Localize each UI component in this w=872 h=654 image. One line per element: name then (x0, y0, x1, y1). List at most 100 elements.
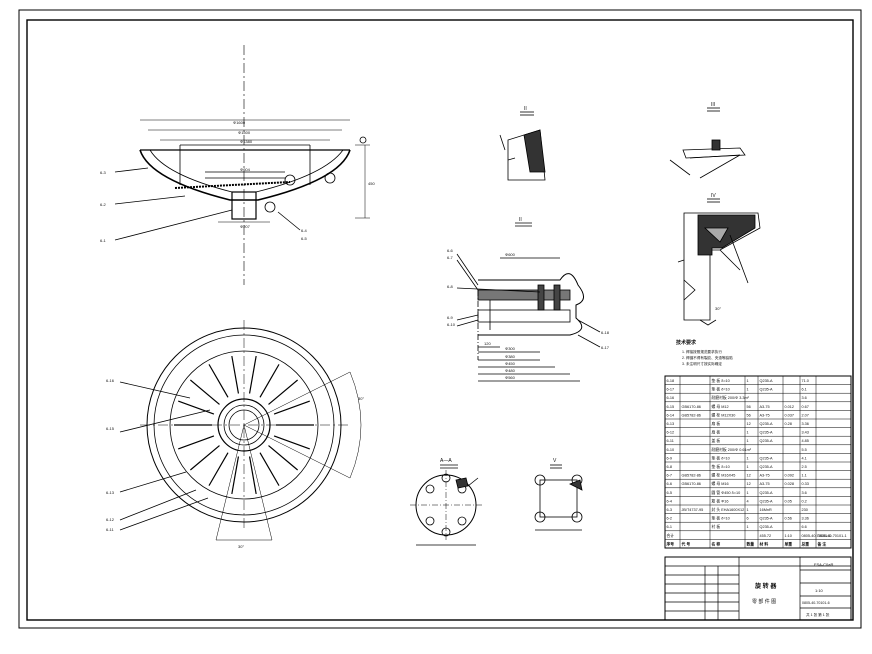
plan-spoke (178, 435, 215, 450)
dish-section-view (114, 45, 370, 285)
bom-cell: A3-75 (760, 413, 770, 417)
bom-cell: 1 (747, 508, 749, 512)
callout-6-6: 6-6 (447, 248, 454, 253)
plan-spoke (189, 379, 220, 405)
bom-cell: 3.6 (802, 396, 807, 400)
bom-cell: 6-9 (667, 456, 673, 460)
bom-cell: 12 (747, 474, 751, 478)
bom-cell: 12 (747, 422, 751, 426)
callout-6-16-plan: 6-16 (106, 378, 115, 383)
bom-cell: 1 (747, 439, 749, 443)
bom-cell: 6-18 (667, 379, 675, 383)
bom-cell: 2.07 (802, 413, 809, 417)
bom-cell: 扇 板 (712, 421, 721, 426)
plan-spoke (189, 445, 220, 471)
bom-cell: Q235-A (760, 431, 774, 435)
callout-6-10: 6-10 (447, 322, 456, 327)
bom-cell: 4.1 (802, 456, 807, 460)
bom-cell: Q235-A (760, 525, 774, 529)
bom-cell: 16MnR (760, 508, 772, 512)
plan-spoke (231, 355, 240, 394)
callout-6-7: 6-7 (447, 255, 454, 260)
section-mark-III: III (711, 102, 715, 108)
bom-cell: 螺 母 M16 (712, 481, 729, 486)
bom-cell: 6.1 (802, 388, 807, 392)
dim-mid-5: Φ560 (505, 375, 516, 380)
dim-top-2: Φ1380 (240, 139, 253, 144)
bom-cell: 6-16 (667, 396, 675, 400)
section-mark-V: V (553, 458, 557, 464)
bom-cell: Q235-A (760, 422, 774, 426)
bom-cell: 5.5 (802, 448, 807, 452)
title-code: FSA-C0aR (814, 562, 833, 567)
bom-cell: 6-4 (667, 499, 673, 503)
plan-spoke (231, 456, 240, 495)
plan-spoke (248, 355, 257, 394)
bom-cell: Q235-A (760, 456, 774, 460)
degree-2: 30° (358, 396, 364, 401)
dim-mid-1: Φ300 (505, 346, 516, 351)
bom-cell: 垫 板 δ=10 (712, 516, 730, 521)
degree-0: 30° (715, 306, 721, 311)
bom-cell: 圆 管 Φ450 δ=10 (712, 490, 741, 495)
bom-cell: 0.092 (785, 474, 795, 478)
bom-cell: Q235-A (760, 439, 774, 443)
bom-cell: 0.33 (802, 482, 809, 486)
callout-6-13: 6-13 (106, 490, 115, 495)
callout-6-11: 6-11 (106, 527, 114, 532)
detail-V (534, 464, 583, 531)
dim-top-5: 450 (368, 181, 375, 186)
title-sheet: 共 1 张 第 1 张 (806, 612, 830, 617)
bom-cell: 56 (747, 413, 751, 417)
bom-cell: 0805-40-70101-6 (802, 534, 831, 538)
bom-cell: 螺 母 M12 (712, 404, 729, 409)
dim-mid-0: Φ600 (505, 252, 516, 257)
bom-cell: 0.28 (785, 422, 792, 426)
bom-cell: 合计 (667, 533, 675, 538)
plan-spoke (208, 364, 229, 398)
bom-cell: 耐磨衬板 200/Φ 3.3m² (712, 395, 750, 400)
dim-top-1: Φ1500 (238, 130, 251, 135)
detail-II (499, 111, 546, 181)
bom-cell: 垫 板 δ=10 (712, 455, 730, 460)
bom-cell: 3.6 (802, 491, 807, 495)
bom-cell: GB5782-86 (682, 413, 701, 417)
bom-cell: 名 称 (712, 541, 721, 546)
bom-cell: 垫 板 δ=10 (712, 387, 730, 392)
bom-cell: 6-10 (667, 448, 675, 452)
bom-cell: 4 (747, 499, 749, 503)
bom-cell: 6.6 (802, 525, 807, 529)
callout-6-9: 6-9 (447, 315, 454, 320)
plan-spoke (259, 452, 280, 486)
detail-IV (677, 198, 761, 326)
callout-6-18: 6-18 (601, 330, 610, 335)
bom-cell: 3.36 (802, 517, 809, 521)
bom-cell: 0.67 (802, 405, 809, 409)
inner-frame (26, 19, 854, 621)
bom-cell: 0805-40-70101-1 (818, 534, 847, 538)
note-1: 1. 焊接按照规范要求执行 (682, 349, 722, 354)
plan-spoke (208, 452, 229, 486)
bom-cell: 1 (747, 491, 749, 495)
section-mark-flange: II (519, 217, 522, 223)
plan-spoke (268, 445, 299, 471)
outer-frame (18, 9, 862, 629)
bom-cell: 230 (802, 508, 808, 512)
bom-cell: 1 (747, 388, 749, 392)
bom-cell: 6-6 (667, 482, 673, 486)
bom-cell: 6-17 (667, 388, 675, 392)
callout-6-5: 6-5 (301, 236, 308, 241)
flange-section-view (456, 222, 601, 382)
degree-1: 30° (238, 544, 244, 549)
dim-mid-6: 120 (484, 341, 491, 346)
bom-cell: 0.56 (785, 517, 792, 521)
bom-cell: 材 料 (759, 541, 769, 546)
bom-cell: 耐磨衬板 200/Φ 0.61m² (712, 447, 752, 452)
callout-6-12: 6-12 (106, 517, 115, 522)
bom-cell: 3.36 (802, 422, 809, 426)
bom-cell: 6-8 (667, 465, 673, 469)
bom-cell: GB5782-86 (682, 474, 701, 478)
bom-cell: 0.05 (785, 499, 792, 503)
dim-top-4: Φ207 (240, 224, 251, 229)
